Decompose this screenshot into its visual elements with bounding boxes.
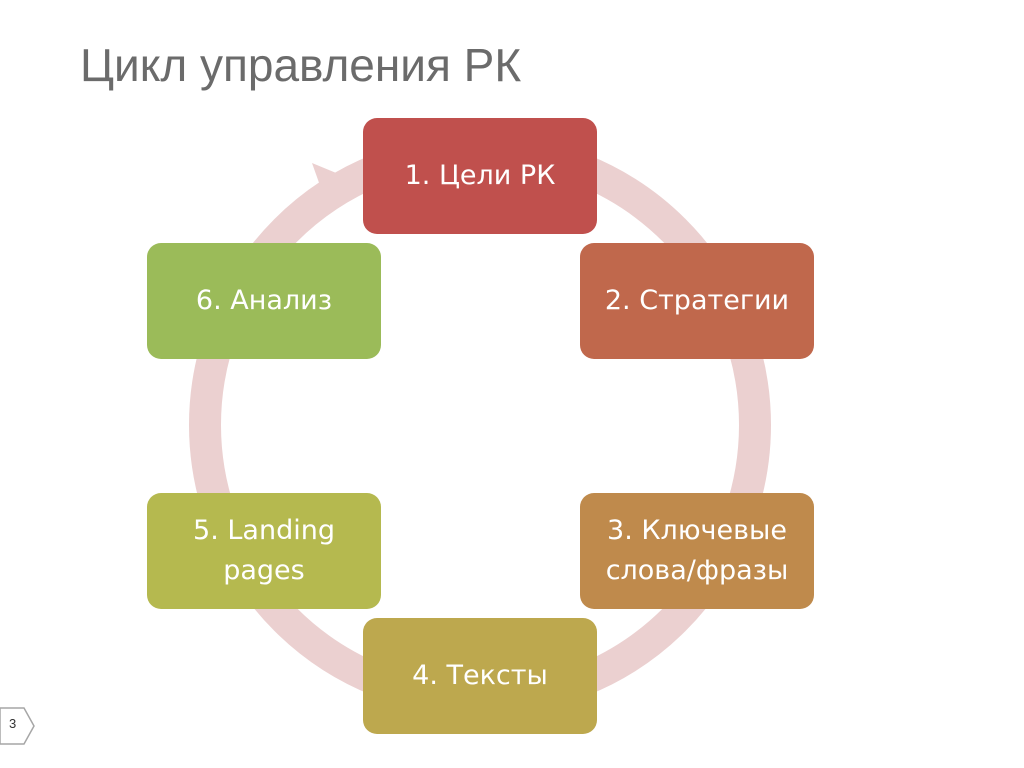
cycle-node-landing-pages: 5. Landing pages [147,493,381,609]
slide-title: Цикл управления РК [80,39,522,91]
cycle-node-strategies: 2. Стратегии [580,243,814,359]
cycle-arrow-head [312,163,358,208]
cycle-node-keywords: 3. Ключевые слова/фразы [580,493,814,609]
cycle-node-texts: 4. Тексты [363,618,597,734]
page-number: 3 [9,716,17,731]
cycle-node-analysis: 6. Анализ [147,243,381,359]
page-number-badge [0,707,35,745]
cycle-node-goals: 1. Цели РК [363,118,597,234]
